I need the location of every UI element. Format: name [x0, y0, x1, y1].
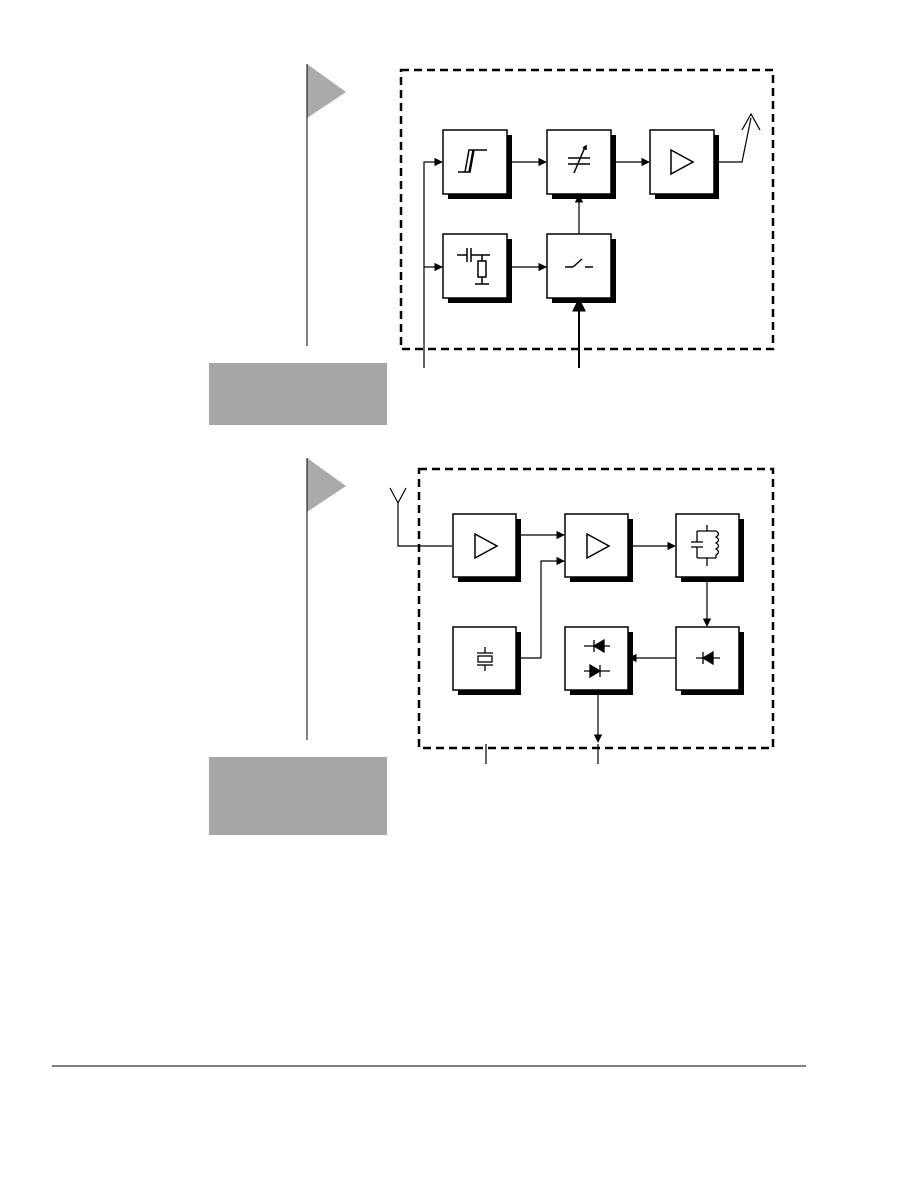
transmitter-diagram: [399, 68, 775, 368]
crystal-icon: [477, 647, 493, 671]
antenna-feed: [397, 502, 452, 547]
switch-icon: [565, 258, 593, 268]
dashed-boundary: [399, 68, 775, 351]
block-rc-network: [442, 233, 512, 303]
amplifier-icon: [474, 532, 499, 560]
block-crystal-oscillator: [452, 626, 521, 695]
receiver-diagram: [389, 467, 775, 764]
receive-antenna-icon: [389, 487, 407, 505]
dual-diode-icon: [584, 638, 610, 679]
rc-network-icon: [457, 248, 490, 285]
block-output-amplifier: [649, 129, 719, 199]
section-marker-triangle-icon: [307, 458, 346, 512]
antenna-feed: [714, 117, 752, 163]
block-lc-tank: [675, 513, 744, 582]
block-variable-capacitor: [546, 129, 616, 199]
amplifier-icon: [586, 532, 611, 560]
diode-icon: [696, 650, 720, 666]
transmit-antenna-icon: [741, 112, 761, 131]
amplifier-icon: [670, 148, 695, 176]
block-dual-diode: [564, 626, 633, 695]
input-line: [423, 157, 443, 368]
section-2: [209, 458, 775, 835]
schmitt-trigger-icon: [458, 149, 487, 173]
lc-tank-icon: [691, 525, 720, 566]
signal-lines: [397, 502, 712, 764]
section-gray-panel: [209, 757, 387, 835]
section-gray-panel: [209, 363, 387, 425]
variable-capacitor-icon: [568, 144, 590, 174]
block-input-amplifier: [452, 513, 521, 582]
block-detector-diode: [675, 626, 744, 695]
block-schmitt-trigger: [442, 129, 512, 199]
signal-lines: [423, 117, 752, 368]
block-switch: [546, 233, 616, 303]
block-mixer-amplifier: [564, 513, 633, 582]
dashed-boundary: [417, 467, 775, 750]
section-1: [209, 64, 775, 425]
section-marker-triangle-icon: [307, 64, 346, 118]
